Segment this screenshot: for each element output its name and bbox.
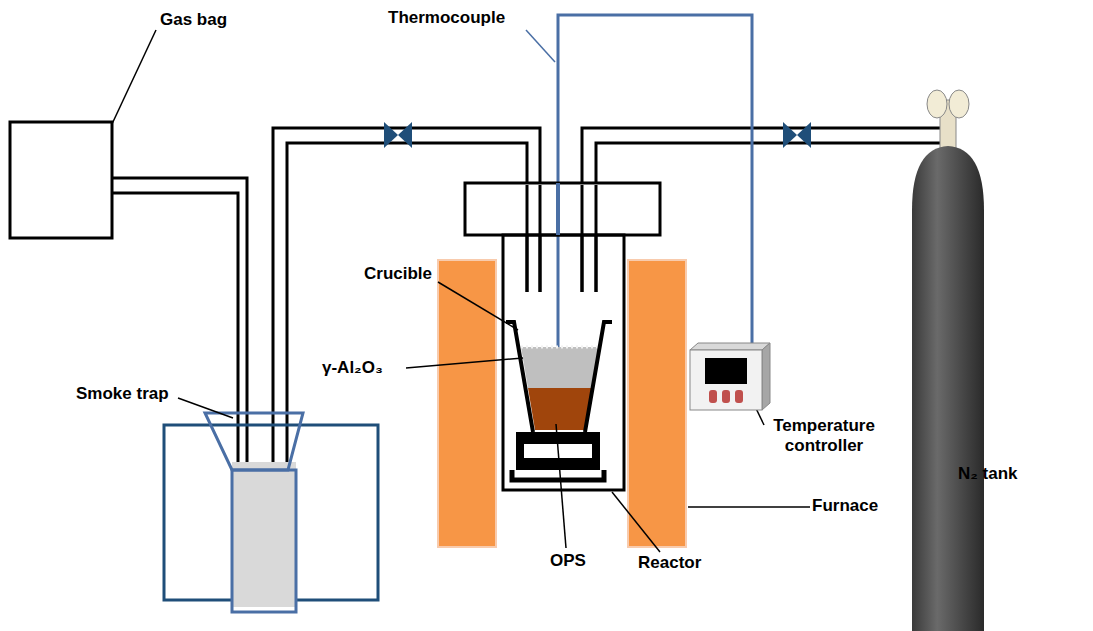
- crucible: [506, 322, 612, 432]
- reactor-lid: [465, 183, 660, 235]
- thermocouple-wire: [556, 183, 560, 235]
- part-label: Reactor: [638, 553, 701, 573]
- furnace: [628, 260, 686, 547]
- valve: [384, 122, 811, 148]
- temperature-controller: [690, 343, 770, 410]
- part-label: Smoke trap: [76, 384, 169, 404]
- part-label: Thermocouple: [388, 8, 505, 28]
- pipe: [112, 128, 942, 495]
- leader-line: [526, 30, 555, 62]
- part-label: Gas bag: [160, 10, 227, 30]
- alumina-layer: [521, 346, 600, 349]
- smoke-trap: [164, 413, 378, 612]
- crucible-holder: [512, 470, 604, 480]
- part-label: N₂ tank: [958, 464, 1018, 484]
- leader-line: [406, 282, 956, 552]
- ops-sample: [528, 388, 593, 430]
- reactor: [503, 235, 624, 490]
- alumina-layer: [521, 347, 600, 388]
- leader-line: [112, 30, 156, 124]
- part-label: Furnace: [812, 496, 878, 516]
- part-label: Temperature controller: [758, 416, 890, 457]
- furnace: [438, 260, 496, 547]
- gas-cylinder: [912, 90, 984, 631]
- leader-line: [178, 398, 233, 418]
- gas-bag: [10, 122, 112, 238]
- part-label: OPS: [550, 551, 586, 571]
- part-label: γ-Al₂O₃: [322, 358, 383, 378]
- pipe: [527, 185, 596, 292]
- part-label: Crucible: [364, 264, 432, 284]
